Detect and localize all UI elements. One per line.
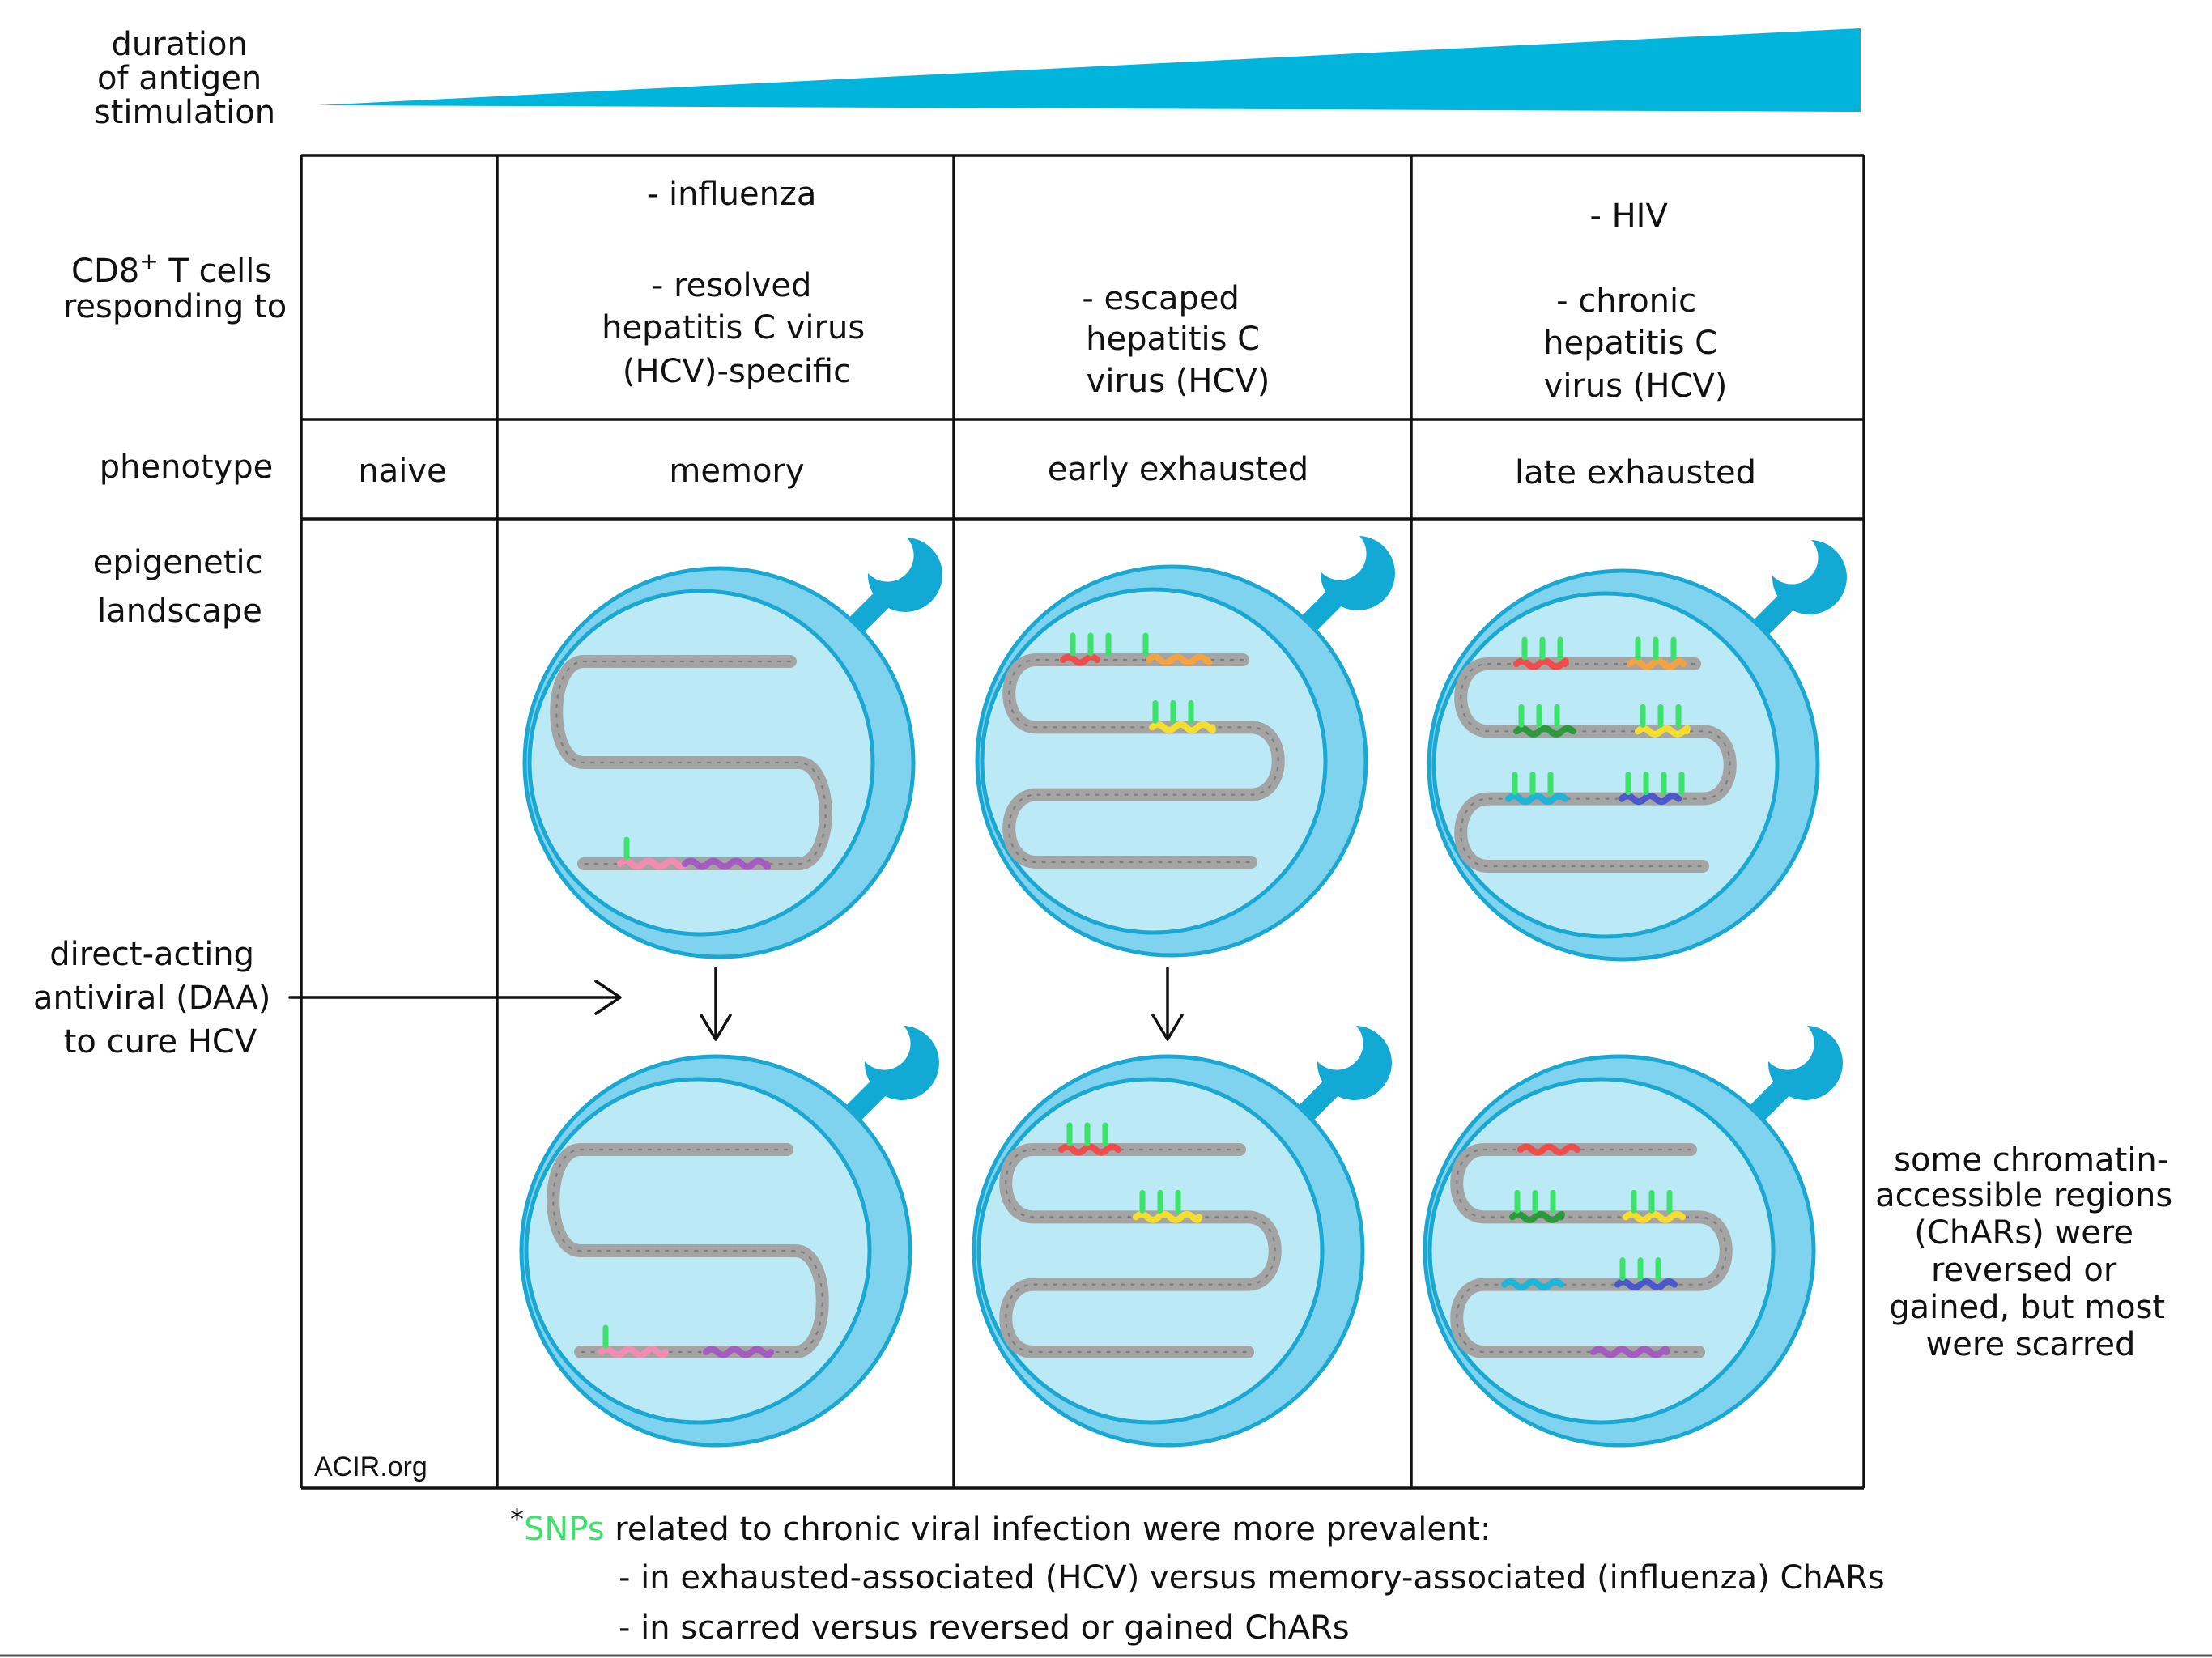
responding-late-exhausted: - HIV - chronic hepatitis C virus (HCV) xyxy=(1543,198,1728,405)
epigenetic-label: epigenetic landscape xyxy=(93,544,274,630)
chromatin-texture xyxy=(1456,1148,1727,1354)
charr-segment-blue xyxy=(1614,1278,1678,1291)
watermark: ACIR.org xyxy=(314,1452,428,1482)
tcr-receptor-cup xyxy=(864,1026,939,1100)
daa-label: direct-acting antiviral (DAA) to cure HC… xyxy=(33,936,281,1061)
table-grid xyxy=(300,154,1865,1490)
cell-memory-before xyxy=(522,538,942,959)
chromatin-texture xyxy=(1008,658,1279,864)
charr-segment-blue xyxy=(1619,793,1682,806)
tcr-receptor-cup xyxy=(1320,536,1395,610)
phenotype-naive: naive xyxy=(358,453,446,490)
gradient-label: duration of antigen stimulation xyxy=(94,26,275,131)
charr-segment-yellow xyxy=(1623,1210,1686,1223)
chromatin-texture xyxy=(1005,1148,1276,1354)
charr-segment-red xyxy=(1513,657,1569,670)
charr-segment-pink xyxy=(598,1346,669,1358)
footnote-item-1: - in exhausted-associated (HCV) versus m… xyxy=(619,1559,1885,1596)
cell-late-before xyxy=(1427,540,1847,962)
charr-segment-orange xyxy=(1146,653,1213,666)
antigen-duration-wedge xyxy=(317,28,1861,112)
tcr-receptor-cup xyxy=(1772,540,1847,614)
charr-segment-cyan xyxy=(1501,1278,1564,1291)
footnote-asterisk: * xyxy=(510,1503,524,1536)
cells-layer xyxy=(519,536,1847,1448)
cell-early-before xyxy=(975,536,1395,958)
charr-segment-green xyxy=(1509,1210,1565,1223)
phenotype-late-exhausted: late exhausted xyxy=(1515,454,1756,491)
footnote-snps: SNPs xyxy=(524,1511,605,1548)
charr-segment-yellow xyxy=(1149,721,1216,733)
phenotype-label: phenotype xyxy=(100,449,274,486)
charr-segment-cyan xyxy=(1505,793,1568,806)
side-note: some chromatin- accessible regions (ChAR… xyxy=(1875,1141,2183,1363)
footnote-item-2: - in scarred versus reversed or gained C… xyxy=(619,1609,1350,1647)
cell-memory-after xyxy=(519,1026,939,1448)
responding-label: CD8+ T cells responding to xyxy=(63,248,287,325)
charr-segment-yellow xyxy=(1133,1210,1202,1223)
responding-memory: - influenza - resolved hepatitis C virus… xyxy=(602,176,875,390)
charr-segment-pink xyxy=(617,857,688,870)
charr-segment-purple xyxy=(1590,1346,1670,1358)
nucleus xyxy=(1431,591,1780,939)
charr-segment-purple xyxy=(703,1346,774,1358)
chromatin-texture xyxy=(555,660,827,865)
charr-segment-green xyxy=(1513,725,1576,738)
charr-segment-red xyxy=(1060,653,1100,666)
responding-early-exhausted: - escaped hepatitis C virus (HCV) xyxy=(1082,280,1270,400)
cell-late-after xyxy=(1423,1026,1843,1448)
charr-segment-red xyxy=(1517,1143,1580,1156)
daa-arrow xyxy=(288,980,622,1015)
chromatin-texture xyxy=(1460,662,1731,868)
nucleus xyxy=(1427,1077,1776,1425)
phenotype-memory: memory xyxy=(669,453,804,490)
tcr-receptor-cup xyxy=(1317,1026,1392,1100)
charr-segment-yellow xyxy=(1635,725,1691,738)
chromatin-texture xyxy=(552,1148,823,1354)
charr-segment-red xyxy=(1058,1143,1121,1156)
nucleus xyxy=(976,1077,1325,1425)
charr-segment-orange xyxy=(1627,657,1687,670)
treatment-arrow-memory xyxy=(700,967,732,1041)
tcr-receptor-cup xyxy=(1767,1026,1843,1100)
nucleus xyxy=(980,587,1328,935)
tcr-receptor-cup xyxy=(867,538,942,612)
footnote-lead: *SNPs related to chronic viral infection… xyxy=(510,1503,1491,1548)
cell-early-after xyxy=(972,1026,1392,1448)
treatment-arrow-early-exhausted xyxy=(1151,967,1184,1041)
charr-segment-purple xyxy=(682,857,772,870)
phenotype-early-exhausted: early exhausted xyxy=(1048,451,1308,488)
